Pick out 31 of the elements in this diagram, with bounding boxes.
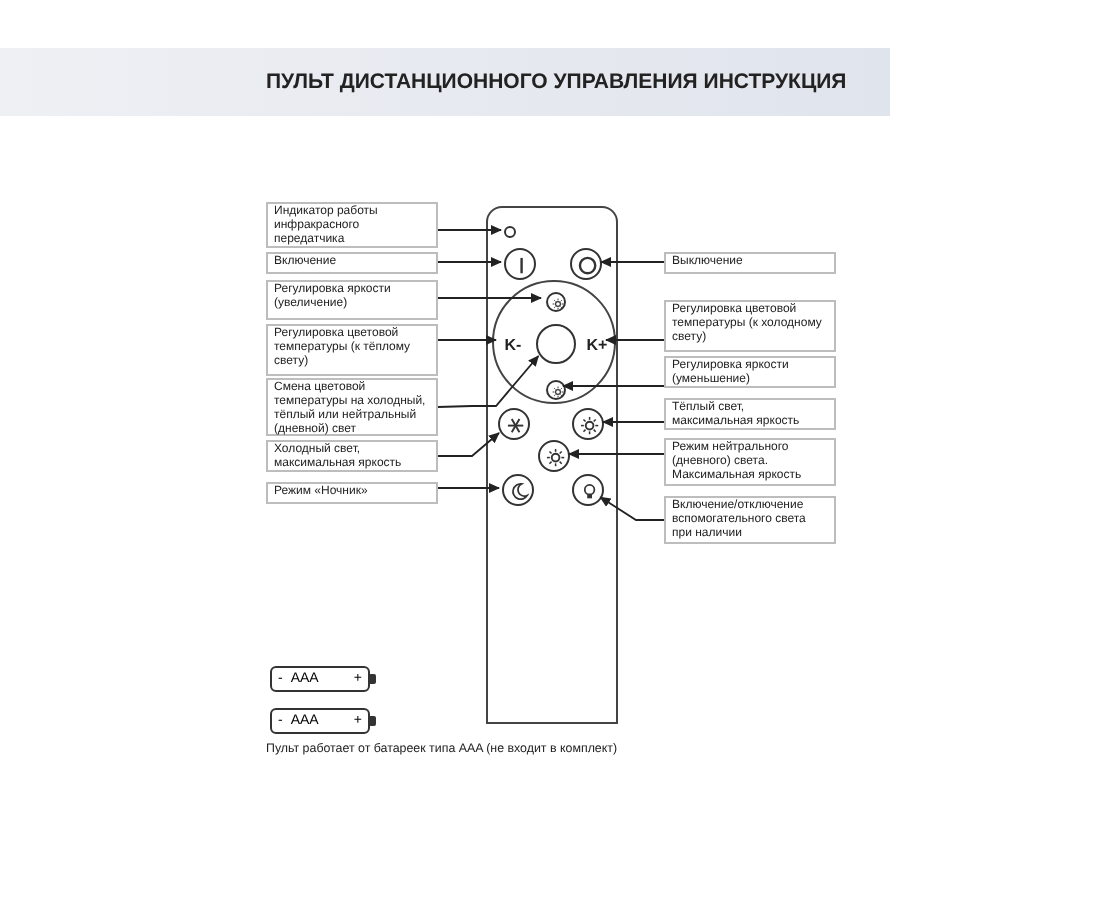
power-on-button: [504, 248, 536, 280]
night-mode-button: [502, 474, 534, 506]
warm-light-button: [572, 408, 604, 440]
neutral-light-button: [538, 440, 570, 472]
center-button: [536, 324, 576, 364]
leader-arrow: [599, 496, 665, 521]
indicator-light: [504, 226, 516, 238]
leader-arrow: [437, 293, 542, 303]
leader-arrow: [437, 483, 500, 493]
cold-light-button: [498, 408, 530, 440]
leader-arrow: [437, 355, 540, 408]
leader-arrow: [568, 449, 665, 459]
button-label: K+: [584, 332, 610, 356]
battery: [270, 666, 370, 692]
leader-arrow: [562, 381, 665, 391]
brightness-down-button: [546, 380, 566, 400]
leader-arrow: [437, 225, 502, 235]
leader-arrow: [605, 335, 665, 345]
leader-arrow: [600, 257, 665, 267]
title: ПУЛЬТ ДИСТАНЦИОННОГО УПРАВЛЕНИЯ ИНСТРУКЦИЯ: [266, 70, 847, 94]
leader-arrow: [602, 417, 665, 427]
battery: [270, 708, 370, 734]
brightness-up-button: [546, 292, 566, 312]
button-label: K-: [500, 332, 526, 356]
leader-arrow: [437, 432, 500, 457]
power-off-button: [570, 248, 602, 280]
control-ring: [492, 280, 616, 404]
remote-control-body: [486, 206, 618, 724]
leader-arrow: [437, 335, 497, 345]
leader-arrow: [437, 257, 502, 267]
auxiliary-light-button: [572, 474, 604, 506]
